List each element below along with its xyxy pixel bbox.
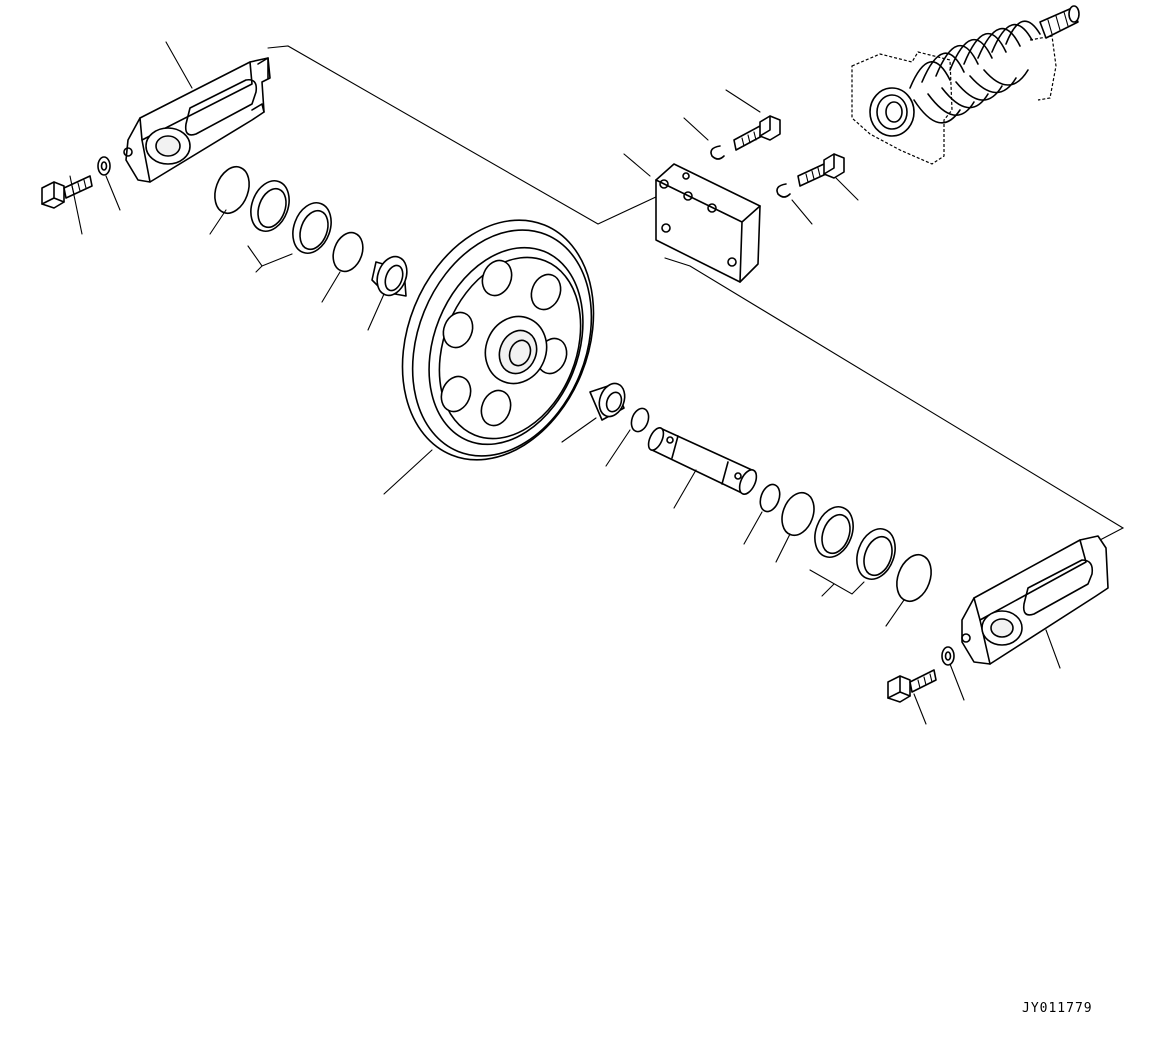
spring-coils	[909, 20, 1041, 124]
drawing-code: JY011779	[1022, 1001, 1093, 1016]
idler-wheel	[401, 219, 595, 461]
left-bushing	[371, 255, 408, 297]
right-bearing-bracket	[961, 535, 1109, 665]
mounting-plate	[655, 163, 761, 283]
right-floating-seal	[814, 506, 896, 580]
right-small-o-ring	[759, 483, 781, 513]
plate-bolt-upper	[733, 115, 781, 151]
recoil-spring-assembly	[851, 5, 1080, 165]
right-bushing	[589, 382, 626, 421]
left-o-ring	[214, 165, 250, 215]
right-o-ring	[896, 553, 932, 603]
left-bearing-bracket	[123, 57, 271, 183]
leader-lines	[69, 41, 1061, 725]
idler-shaft	[647, 427, 758, 495]
right-thrust-disc	[781, 491, 815, 537]
wheel-lightening-holes	[440, 259, 568, 427]
left-washer	[97, 156, 111, 176]
left-thrust-disc	[332, 231, 364, 273]
plate-lock-washer-upper	[710, 145, 725, 160]
left-bolt	[41, 175, 93, 209]
right-washer	[941, 646, 955, 666]
left-floating-seal	[250, 180, 332, 254]
right-small-disc	[630, 407, 650, 433]
plate-lock-washer-lower	[776, 183, 791, 198]
plate-bolt-lower	[797, 153, 845, 187]
right-bolt	[887, 669, 937, 703]
assembly-guide-lines	[267, 45, 1125, 541]
